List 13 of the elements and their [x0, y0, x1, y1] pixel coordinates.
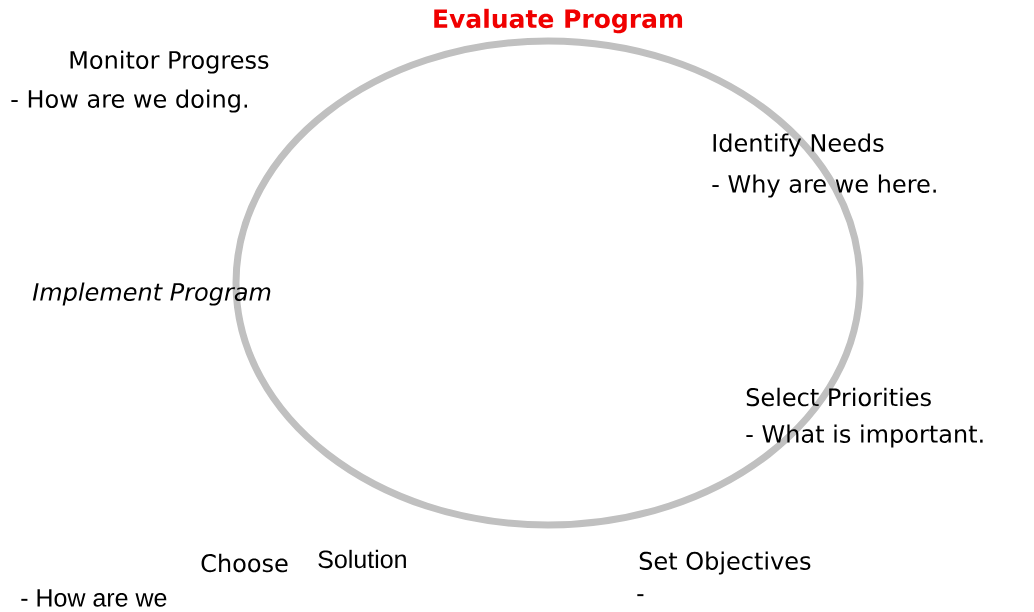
label: - Why are we here. — [712, 174, 936, 198]
label: Identify Needs — [713, 133, 884, 157]
label: Solution — [318, 549, 406, 569]
label: - — [637, 594, 644, 597]
title: Evaluate Program — [434, 8, 683, 34]
label: Choose — [201, 553, 288, 573]
label: Implement Program — [32, 282, 271, 306]
label: Monitor Progress — [70, 50, 269, 74]
label: - How are we doing. — [11, 89, 248, 113]
label: - How are we — [21, 589, 167, 607]
label: Select Priorities — [746, 387, 931, 407]
label: - What is important. — [746, 424, 983, 448]
label: Set Objectives — [639, 551, 811, 575]
